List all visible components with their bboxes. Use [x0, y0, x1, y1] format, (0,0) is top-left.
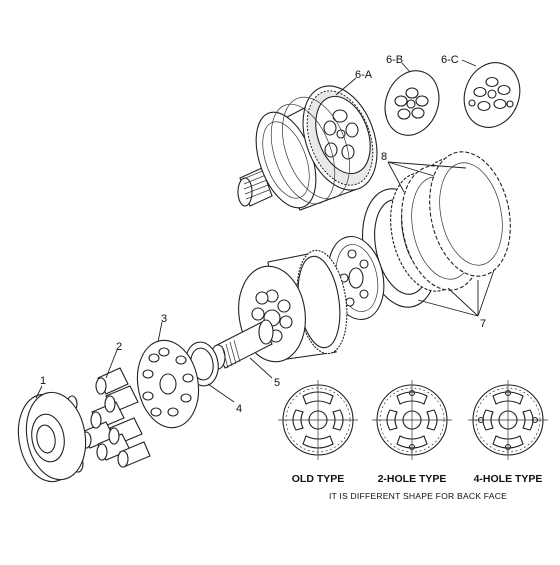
callout-6c: 6-C	[441, 54, 459, 66]
part-6b-valve-plate	[384, 70, 440, 136]
callout-3: 3	[161, 313, 167, 325]
four-hole-type-label: 4-HOLE TYPE	[474, 473, 543, 485]
two-hole-type-face	[372, 380, 452, 460]
callout-1: 1	[40, 375, 46, 387]
callout-4: 4	[236, 403, 242, 415]
callout-8: 8	[381, 151, 387, 163]
part-3-retainer-plate	[136, 339, 200, 429]
callout-6a: 6-A	[355, 69, 373, 81]
part-6a-housing	[237, 85, 378, 211]
part-7-separator-plates	[401, 151, 511, 291]
old-type-label: OLD TYPE	[292, 473, 345, 485]
callout-labels: 1 2 3 4 5 6-A 6-B 6-C 8 7	[40, 54, 486, 415]
part-1-end-plate	[17, 391, 87, 483]
callout-7: 7	[480, 318, 486, 330]
back-face-note: IT IS DIFFERENT SHAPE FOR BACK FACE	[329, 491, 507, 501]
callout-5: 5	[274, 377, 280, 389]
old-type-face	[278, 380, 358, 460]
callout-6b: 6-B	[386, 54, 403, 66]
leader-lines	[35, 59, 495, 403]
four-hole-type-face	[468, 380, 548, 460]
callout-2: 2	[116, 341, 122, 353]
two-hole-type-label: 2-HOLE TYPE	[378, 473, 447, 485]
part-6c-valve-plate	[463, 62, 521, 128]
